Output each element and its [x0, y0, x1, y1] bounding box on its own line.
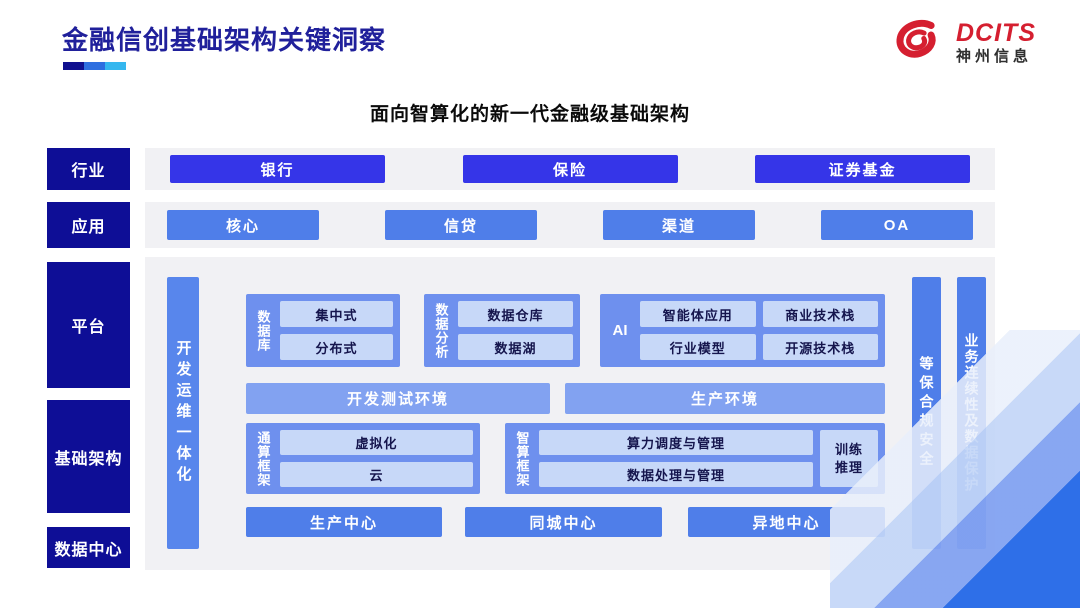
- analytics-group-label: 数据分析: [433, 302, 449, 359]
- production-center: 生产中心: [246, 507, 442, 537]
- remote-center: 异地中心: [688, 507, 885, 537]
- layer-label-industry: 行业: [47, 148, 130, 190]
- page-title: 金融信创基础架构关键洞察: [62, 25, 387, 55]
- analytics-group: 数据分析 数据仓库 数据湖: [424, 294, 580, 367]
- analytics-group-chips: 数据仓库 数据湖: [458, 301, 573, 360]
- chip-data-lake: 数据湖: [458, 334, 573, 360]
- underline-segment-dark: [63, 62, 84, 70]
- layer-label-platform: 平台: [47, 262, 130, 388]
- app-item-channel: 渠道: [603, 210, 755, 240]
- security-compliance-label: 等保合规安全: [918, 356, 935, 470]
- chip-centralized: 集中式: [280, 301, 393, 327]
- chip-data-warehouse: 数据仓库: [458, 301, 573, 327]
- general-compute-label: 通算框架: [255, 430, 271, 487]
- chip-industry-model: 行业模型: [640, 334, 756, 360]
- platform-container: 开发运维一体化 数据库 集中式 分布式 数据分析 数据仓库 数据湖 AI 智能体…: [145, 257, 995, 570]
- intelligent-compute-group: 智算框架 算力调度与管理 数据处理与管理 训练推理: [505, 423, 885, 494]
- application-row: 核心 信贷 渠道 OA: [145, 202, 995, 248]
- underline-segment-mid: [84, 62, 105, 70]
- layer-label-infrastructure: 基础架构: [47, 400, 130, 513]
- industry-item-bank: 银行: [170, 155, 385, 183]
- title-underline: [63, 62, 126, 70]
- chip-training-inference: 训练推理: [820, 430, 878, 487]
- chip-data-processing: 数据处理与管理: [539, 462, 813, 487]
- ai-group-label: AI: [612, 322, 628, 339]
- chip-compute-scheduling: 算力调度与管理: [539, 430, 813, 455]
- dev-test-env-bar: 开发测试环境: [246, 383, 550, 414]
- production-env-bar: 生产环境: [565, 383, 885, 414]
- security-compliance-bar: 等保合规安全: [912, 277, 941, 549]
- intelligent-compute-label: 智算框架: [514, 430, 530, 487]
- logo-swirl-icon: [888, 14, 950, 71]
- diagram-title: 面向智算化的新一代金融级基础架构: [369, 104, 690, 125]
- industry-item-insurance: 保险: [462, 155, 678, 183]
- industry-item-securities: 证券基金: [755, 155, 970, 183]
- database-group-chips: 集中式 分布式: [280, 301, 393, 360]
- chip-open-source-stack: 开源技术栈: [762, 334, 878, 360]
- chip-commercial-stack: 商业技术栈: [762, 301, 878, 327]
- same-city-center: 同城中心: [465, 507, 662, 537]
- chip-virtualization: 虚拟化: [280, 430, 473, 455]
- logo-text: DCITS 神州信息: [956, 18, 1036, 66]
- general-compute-group: 通算框架 虚拟化 云: [246, 423, 480, 494]
- business-continuity-label: 业务连续性及数据保护: [963, 333, 980, 493]
- devops-vertical-bar: 开发运维一体化: [167, 277, 199, 549]
- industry-row: 银行 保险 证券基金: [145, 148, 995, 190]
- app-item-core: 核心: [167, 210, 319, 240]
- company-logo: DCITS 神州信息: [888, 14, 1036, 71]
- intelligent-compute-chips: 算力调度与管理 数据处理与管理: [539, 430, 813, 487]
- general-compute-chips: 虚拟化 云: [280, 430, 473, 487]
- layer-label-application: 应用: [47, 202, 130, 248]
- underline-segment-light: [105, 62, 126, 70]
- business-continuity-bar: 业务连续性及数据保护: [957, 277, 986, 549]
- chip-cloud: 云: [280, 462, 473, 487]
- logo-company-name: 神州信息: [956, 48, 1033, 65]
- devops-bar-label: 开发运维一体化: [174, 339, 192, 487]
- layer-label-datacenter: 数据中心: [47, 527, 130, 568]
- app-item-credit: 信贷: [385, 210, 537, 240]
- logo-brand: DCITS: [956, 18, 1036, 47]
- chip-agent-app: 智能体应用: [640, 301, 756, 327]
- ai-group-grid: 智能体应用 商业技术栈 行业模型 开源技术栈: [640, 301, 878, 360]
- chip-distributed: 分布式: [280, 334, 393, 360]
- ai-group: AI 智能体应用 商业技术栈 行业模型 开源技术栈: [600, 294, 885, 367]
- database-group-label: 数据库: [255, 309, 271, 352]
- database-group: 数据库 集中式 分布式: [246, 294, 400, 367]
- app-item-oa: OA: [821, 210, 973, 240]
